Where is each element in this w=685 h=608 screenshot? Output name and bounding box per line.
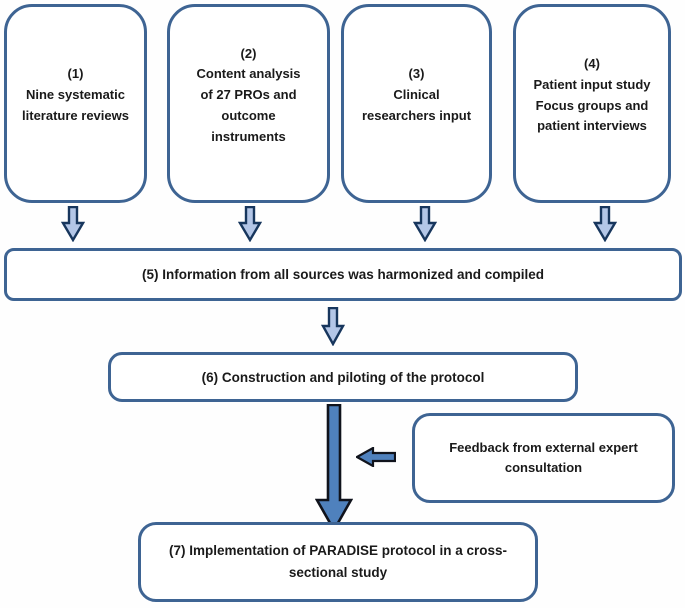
source-box-2: (2) Content analysis of 27 PROs and outc… (167, 4, 330, 203)
down-arrow-icon (237, 205, 263, 247)
down-arrow-icon (314, 403, 354, 537)
source-box-1: (1) Nine systematic literature reviews (4, 4, 147, 203)
down-arrow-icon (320, 306, 346, 351)
step-6-box: (6) Construction and piloting of the pro… (108, 352, 578, 402)
left-arrow-icon (354, 446, 397, 472)
source-box-4: (4) Patient input study Focus groups and… (513, 4, 671, 203)
down-arrow-icon (412, 205, 438, 247)
feedback-box: Feedback from external expert consultati… (412, 413, 675, 503)
source-box-3: (3) Clinical researchers input (341, 4, 492, 203)
down-arrow-icon (60, 205, 86, 247)
step-7-box: (7) Implementation of PARADISE protocol … (138, 522, 538, 602)
step-5-box: (5) Information from all sources was har… (4, 248, 682, 301)
down-arrow-icon (592, 205, 618, 247)
